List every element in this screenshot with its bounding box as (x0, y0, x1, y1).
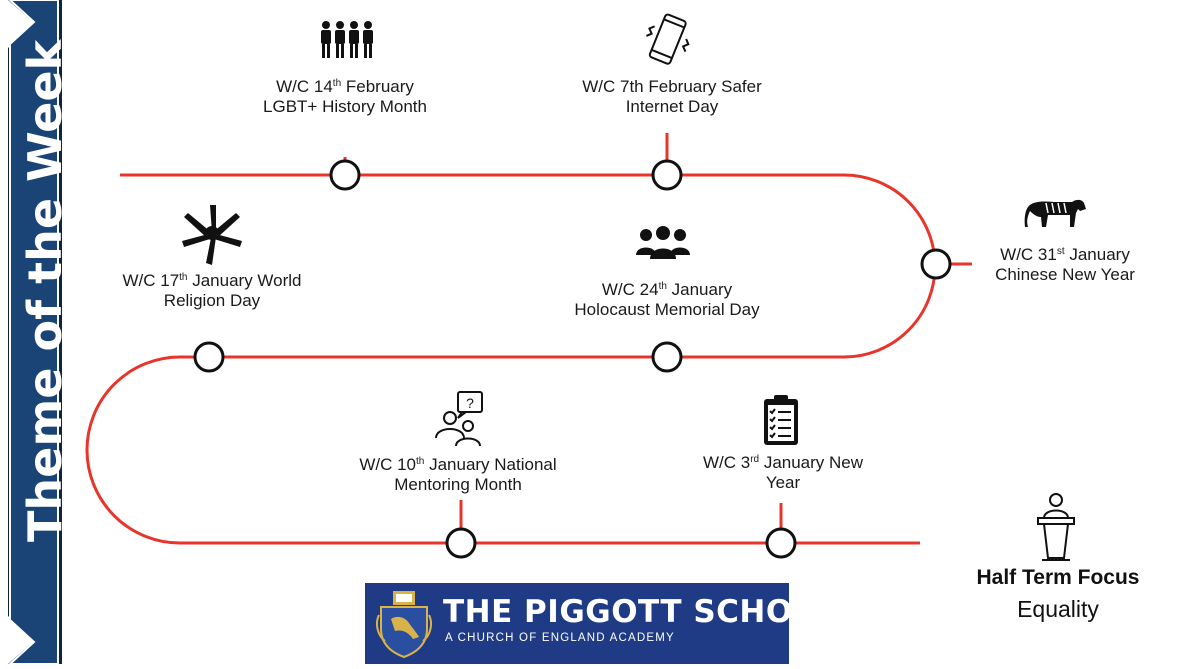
milestone-label: W/C 31st January Chinese New Year (995, 245, 1135, 284)
milestone-label: W/C 3rd January New Year (702, 453, 864, 492)
milestone-node (651, 341, 683, 373)
track-path (85, 173, 937, 545)
focus-title: Half Term Focus (976, 566, 1140, 589)
group-icon (636, 226, 690, 259)
checklist-icon (764, 395, 798, 445)
school-logo: THE PIGGOTT SCHOOL A CHURCH OF ENGLAND A… (365, 583, 839, 664)
milestone-label: W/C 17th January World Religion Day (122, 271, 302, 310)
milestone-node (193, 341, 225, 373)
tiger-icon (1024, 199, 1086, 227)
milestone-node (920, 248, 952, 280)
theme-banner: Theme of the Week (0, 0, 80, 665)
mentoring-icon: ? (435, 391, 483, 447)
focus-value: Equality (1017, 596, 1099, 622)
milestone-label: W/C 14th February LGBT+ History Month (263, 77, 427, 116)
hands-unity-icon (182, 205, 242, 265)
people-group-icon (321, 21, 373, 58)
lectern-icon (1037, 493, 1075, 561)
banner-ribbon (7, 0, 62, 665)
milestone-node (765, 527, 797, 559)
svg-text:?: ? (466, 395, 474, 411)
milestone-node (445, 527, 477, 559)
milestone-node (651, 159, 683, 191)
smartphone-icon (646, 13, 690, 65)
school-name: THE PIGGOTT SCHOOL (443, 594, 840, 630)
milestone-node (329, 159, 361, 191)
milestone-label: W/C 24th January Holocaust Memorial Day (574, 280, 760, 319)
school-subtitle: A CHURCH OF ENGLAND ACADEMY (445, 632, 675, 644)
milestone-label: W/C 7th February Safer Internet Day (582, 77, 762, 116)
milestone-label: W/C 10th January National Mentoring Mont… (359, 455, 557, 494)
crest-icon (376, 591, 432, 659)
